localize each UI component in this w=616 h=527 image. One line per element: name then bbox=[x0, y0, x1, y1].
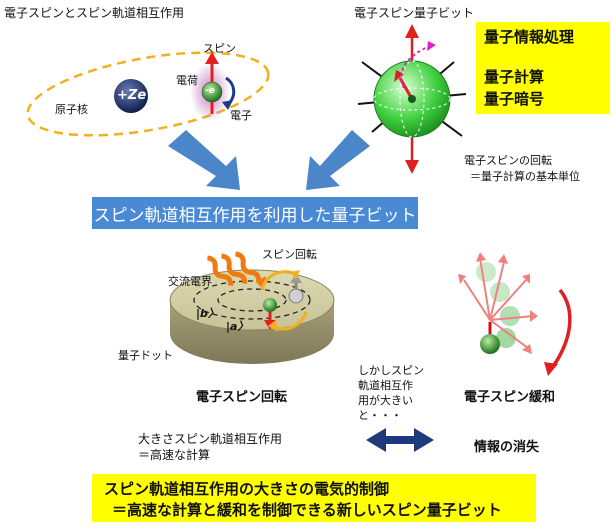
conclusion-box: スピン軌道相互作用の大きさの電気的制御 ＝高速な計算と緩和を制御できる新しいスピ… bbox=[92, 474, 536, 522]
spin-relaxation-caption: 電子スピン緩和 bbox=[464, 390, 556, 405]
tradeoff-right: 情報の消失 bbox=[474, 440, 540, 455]
conclusion-line-1: スピン軌道相互作用の大きさの電気的制御 bbox=[104, 480, 390, 498]
ac-field-label: 交流電界 bbox=[168, 275, 212, 288]
tradeoff-left-line-1: 大きさスピン軌道相互作用 bbox=[138, 432, 283, 446]
state-a-label: |a〉 bbox=[226, 320, 249, 333]
note-line-1: しかしスピン bbox=[358, 364, 424, 377]
top-right-title: 電子スピン量子ビット bbox=[354, 6, 475, 20]
conclusion-line-2: ＝高速な計算と緩和を制御できる新しいスピン量子ビット bbox=[112, 501, 502, 519]
state-b-label: |b〉 bbox=[196, 307, 219, 320]
atom-illustration bbox=[26, 51, 270, 137]
spin-rotation-caption: 電子スピン回転 bbox=[196, 390, 288, 405]
tradeoff-left-line-2: ＝高速な計算 bbox=[138, 448, 211, 462]
electron-label: 電子 bbox=[230, 109, 252, 122]
spin-relaxation-illustration bbox=[458, 252, 572, 376]
note-line-3: 用が大きい bbox=[358, 394, 413, 407]
note-line-4: と・・・ bbox=[358, 409, 402, 422]
electron-symbol: -e bbox=[205, 86, 215, 96]
main-banner: スピン軌道相互作用を利用した量子ビット bbox=[92, 197, 418, 229]
electron-orbit bbox=[26, 51, 270, 137]
right-blue-arrow bbox=[306, 130, 370, 190]
note-line-2: 軌道相互作 bbox=[358, 379, 413, 392]
nucleus-label: 原子核 bbox=[55, 103, 88, 116]
info-box-line-2: 量子計算 bbox=[484, 68, 545, 86]
spin-rotation-label: スピン回転 bbox=[262, 248, 317, 261]
quantum-dot-illustration bbox=[169, 251, 335, 364]
info-processing-box: 量子情報処理 量子計算 量子暗号 bbox=[476, 22, 610, 114]
left-blue-arrow bbox=[168, 130, 240, 190]
spin-label: スピン bbox=[203, 42, 236, 55]
spin-rotation-arrowhead bbox=[222, 100, 233, 110]
info-box-line-3: 量子暗号 bbox=[484, 90, 545, 108]
quantum-dot-label: 量子ドット bbox=[118, 349, 173, 362]
rotation-caption-1: 電子スピンの回転 bbox=[464, 154, 552, 167]
charge-label: 電荷 bbox=[176, 74, 198, 87]
nucleus-symbol: +Ze bbox=[117, 88, 147, 103]
top-left-title: 電子スピンとスピン軌道相互作用 bbox=[4, 6, 185, 20]
spin-up-arrowhead bbox=[205, 52, 219, 64]
tradeoff-double-arrow bbox=[366, 428, 434, 452]
rotation-caption-2: ＝量子計算の基本単位 bbox=[470, 170, 580, 183]
bloch-sphere bbox=[357, 24, 467, 174]
info-box-line-1: 量子情報処理 bbox=[484, 28, 575, 46]
nucleus-sphere bbox=[114, 79, 148, 113]
